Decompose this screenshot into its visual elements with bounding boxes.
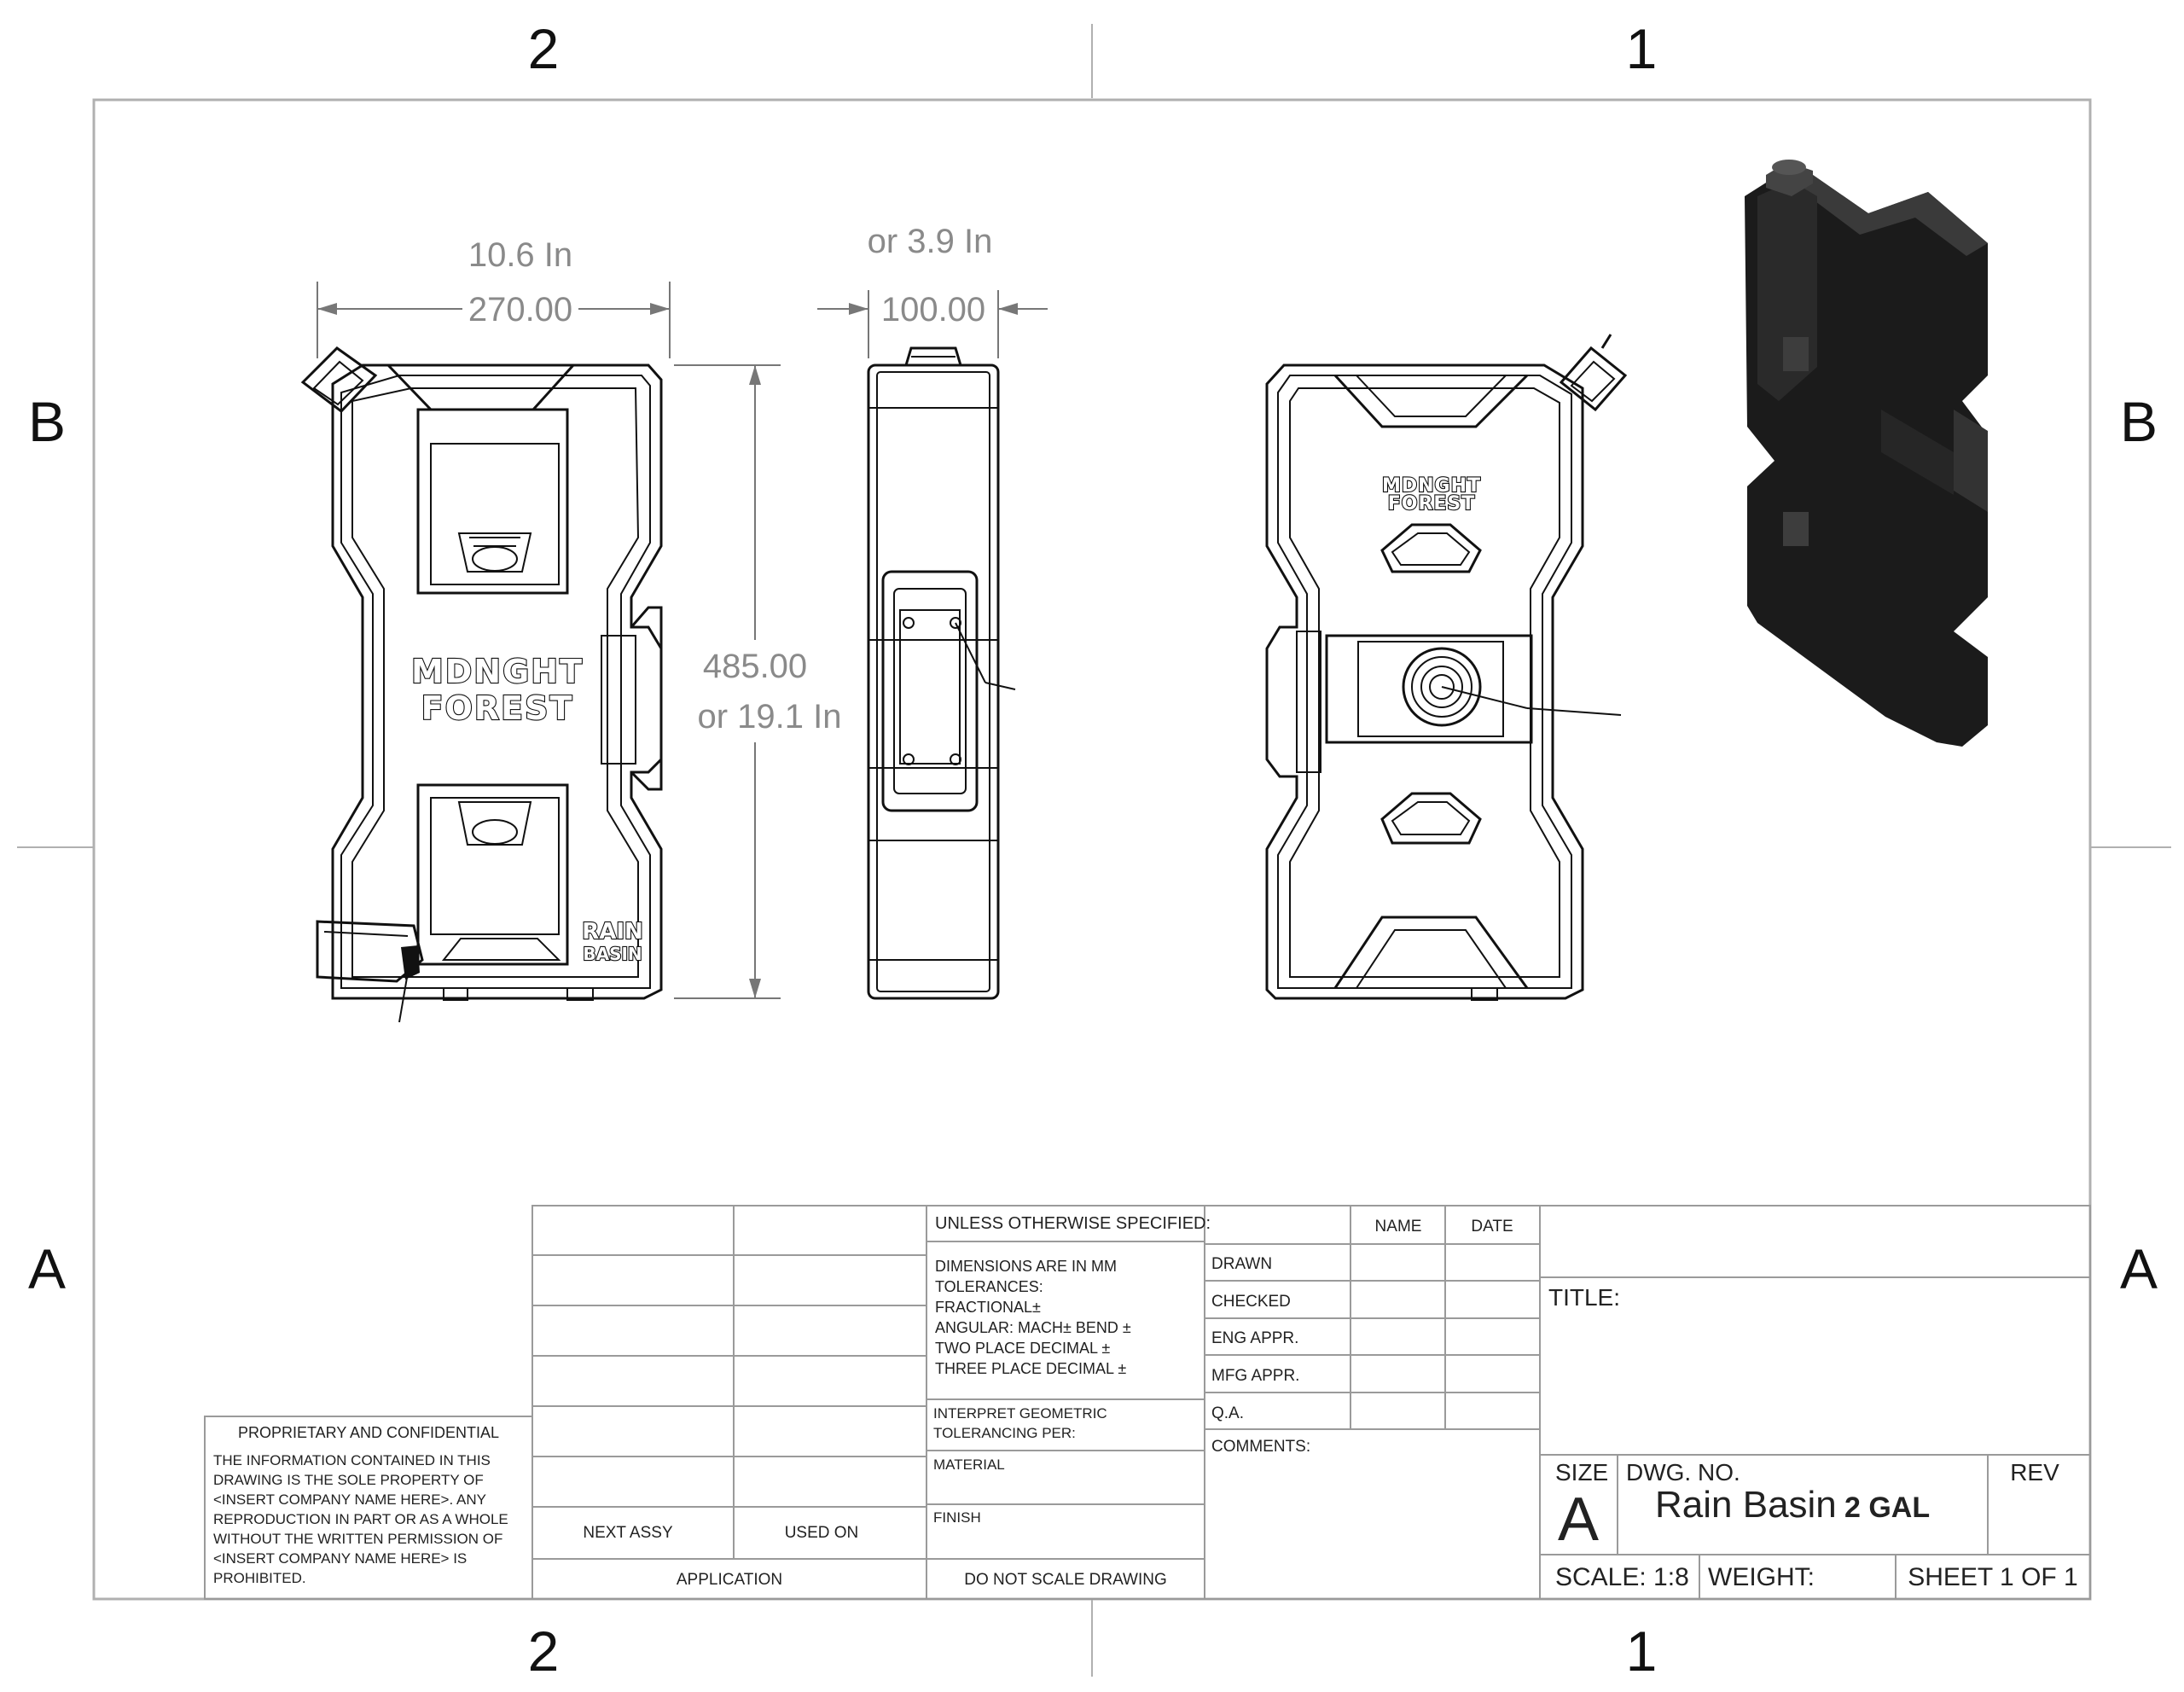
- drawn-label: DRAWN: [1211, 1255, 1272, 1273]
- proprietary-line: WITHOUT THE WRITTEN PERMISSION OF: [213, 1531, 502, 1547]
- tolerance-line: THREE PLACE DECIMAL ±: [935, 1360, 1126, 1377]
- front-brand-line2: FOREST: [421, 689, 574, 727]
- tolerance-heading: UNLESS OTHERWISE SPECIFIED:: [935, 1214, 1211, 1233]
- title-label: TITLE:: [1548, 1284, 1620, 1311]
- front-brand-line1: MDNGHT: [411, 653, 584, 690]
- tolerance-line: ANGULAR: MACH± BEND ±: [935, 1319, 1131, 1336]
- finish-label: FINISH: [933, 1509, 981, 1526]
- proprietary-line: <INSERT COMPANY NAME HERE>. ANY: [213, 1491, 486, 1508]
- proprietary-heading: PROPRIETARY AND CONFIDENTIAL: [238, 1424, 499, 1441]
- proprietary-line: THE INFORMATION CONTAINED IN THIS: [213, 1452, 491, 1468]
- do-not-scale-label: DO NOT SCALE DRAWING: [964, 1571, 1167, 1589]
- zone-left-b: B: [28, 390, 66, 453]
- scale-label: SCALE: 1:8: [1555, 1563, 1689, 1591]
- zone-top-2: 2: [528, 17, 560, 80]
- interpret-line1: INTERPRET GEOMETRIC: [933, 1405, 1107, 1422]
- proprietary-line: <INSERT COMPANY NAME HERE> IS: [213, 1550, 467, 1567]
- application-label: APPLICATION: [677, 1571, 782, 1589]
- proprietary-line: DRAWING IS THE SOLE PROPERTY OF: [213, 1472, 484, 1488]
- dwg-no-suffix: 2 GAL: [1844, 1491, 1930, 1524]
- isometric-render: [1745, 160, 1988, 747]
- zone-right-a: A: [2120, 1237, 2158, 1300]
- used-on-label: USED ON: [785, 1524, 859, 1542]
- zone-right-b: B: [2120, 390, 2158, 453]
- width-inches-label: 10.6 In: [468, 236, 572, 274]
- zone-bottom-1: 1: [1626, 1619, 1658, 1683]
- tolerance-lines: DIMENSIONS ARE IN MM TOLERANCES: FRACTIO…: [935, 1258, 1131, 1377]
- dwg-no-label: DWG. NO.: [1626, 1459, 1740, 1486]
- zone-top-1: 1: [1626, 17, 1658, 80]
- rear-brand-line2: FOREST: [1388, 493, 1476, 515]
- front-view: MDNGHT FOREST RAIN BASIN: [300, 346, 663, 1023]
- date-header: DATE: [1471, 1218, 1513, 1236]
- depth-inches-label: or 3.9 In: [868, 223, 993, 260]
- rev-label: REV: [2010, 1459, 2059, 1486]
- proprietary-line: PROHIBITED.: [213, 1570, 306, 1586]
- comments-label: COMMENTS:: [1211, 1438, 1310, 1456]
- width-mm-label: 270.00: [468, 291, 572, 329]
- badge-line1: RAIN: [582, 919, 643, 945]
- zone-bottom-2: 2: [528, 1619, 560, 1683]
- height-mm-label: 485.00: [703, 648, 807, 685]
- side-view: [867, 346, 1016, 1000]
- eng-appr-label: ENG APPR.: [1211, 1329, 1298, 1347]
- zone-ticks: [17, 24, 2171, 1677]
- tolerance-line: FRACTIONAL±: [935, 1299, 1041, 1316]
- title-block: [204, 1205, 2091, 1600]
- tolerance-line: TWO PLACE DECIMAL ±: [935, 1340, 1110, 1357]
- dwg-no-value: Rain Basin: [1655, 1484, 1837, 1526]
- height-dimension: 485.00 or 19.1 In: [674, 364, 842, 999]
- checked-label: CHECKED: [1211, 1293, 1291, 1311]
- mfg-appr-label: MFG APPR.: [1211, 1367, 1299, 1385]
- depth-dimension: or 3.9 In 100.00: [817, 223, 1048, 358]
- proprietary-lines: THE INFORMATION CONTAINED IN THIS DRAWIN…: [213, 1452, 508, 1586]
- next-assy-label: NEXT ASSY: [583, 1524, 673, 1542]
- width-dimension: 10.6 In 270.00: [317, 236, 671, 358]
- proprietary-line: REPRODUCTION IN PART OR AS A WHOLE: [213, 1511, 508, 1527]
- interpret-line2: TOLERANCING PER:: [933, 1425, 1076, 1441]
- height-inches-label: or 19.1 In: [697, 698, 841, 736]
- badge-line2: BASIN: [583, 944, 642, 964]
- material-label: MATERIAL: [933, 1457, 1005, 1473]
- weight-label: WEIGHT:: [1708, 1563, 1815, 1591]
- name-header: NAME: [1375, 1218, 1422, 1236]
- tolerance-line: TOLERANCES:: [935, 1278, 1043, 1295]
- rear-brand-line1: MDNGHT: [1382, 475, 1481, 497]
- depth-mm-label: 100.00: [881, 291, 985, 329]
- qa-label: Q.A.: [1211, 1404, 1244, 1422]
- size-value: A: [1558, 1486, 1599, 1554]
- sheet-label: SHEET 1 OF 1: [1908, 1563, 2078, 1591]
- zone-left-a: A: [28, 1237, 66, 1300]
- size-label: SIZE: [1555, 1459, 1608, 1486]
- tolerance-line: DIMENSIONS ARE IN MM: [935, 1258, 1117, 1275]
- rear-view: MDNGHT FOREST: [1265, 334, 1628, 1001]
